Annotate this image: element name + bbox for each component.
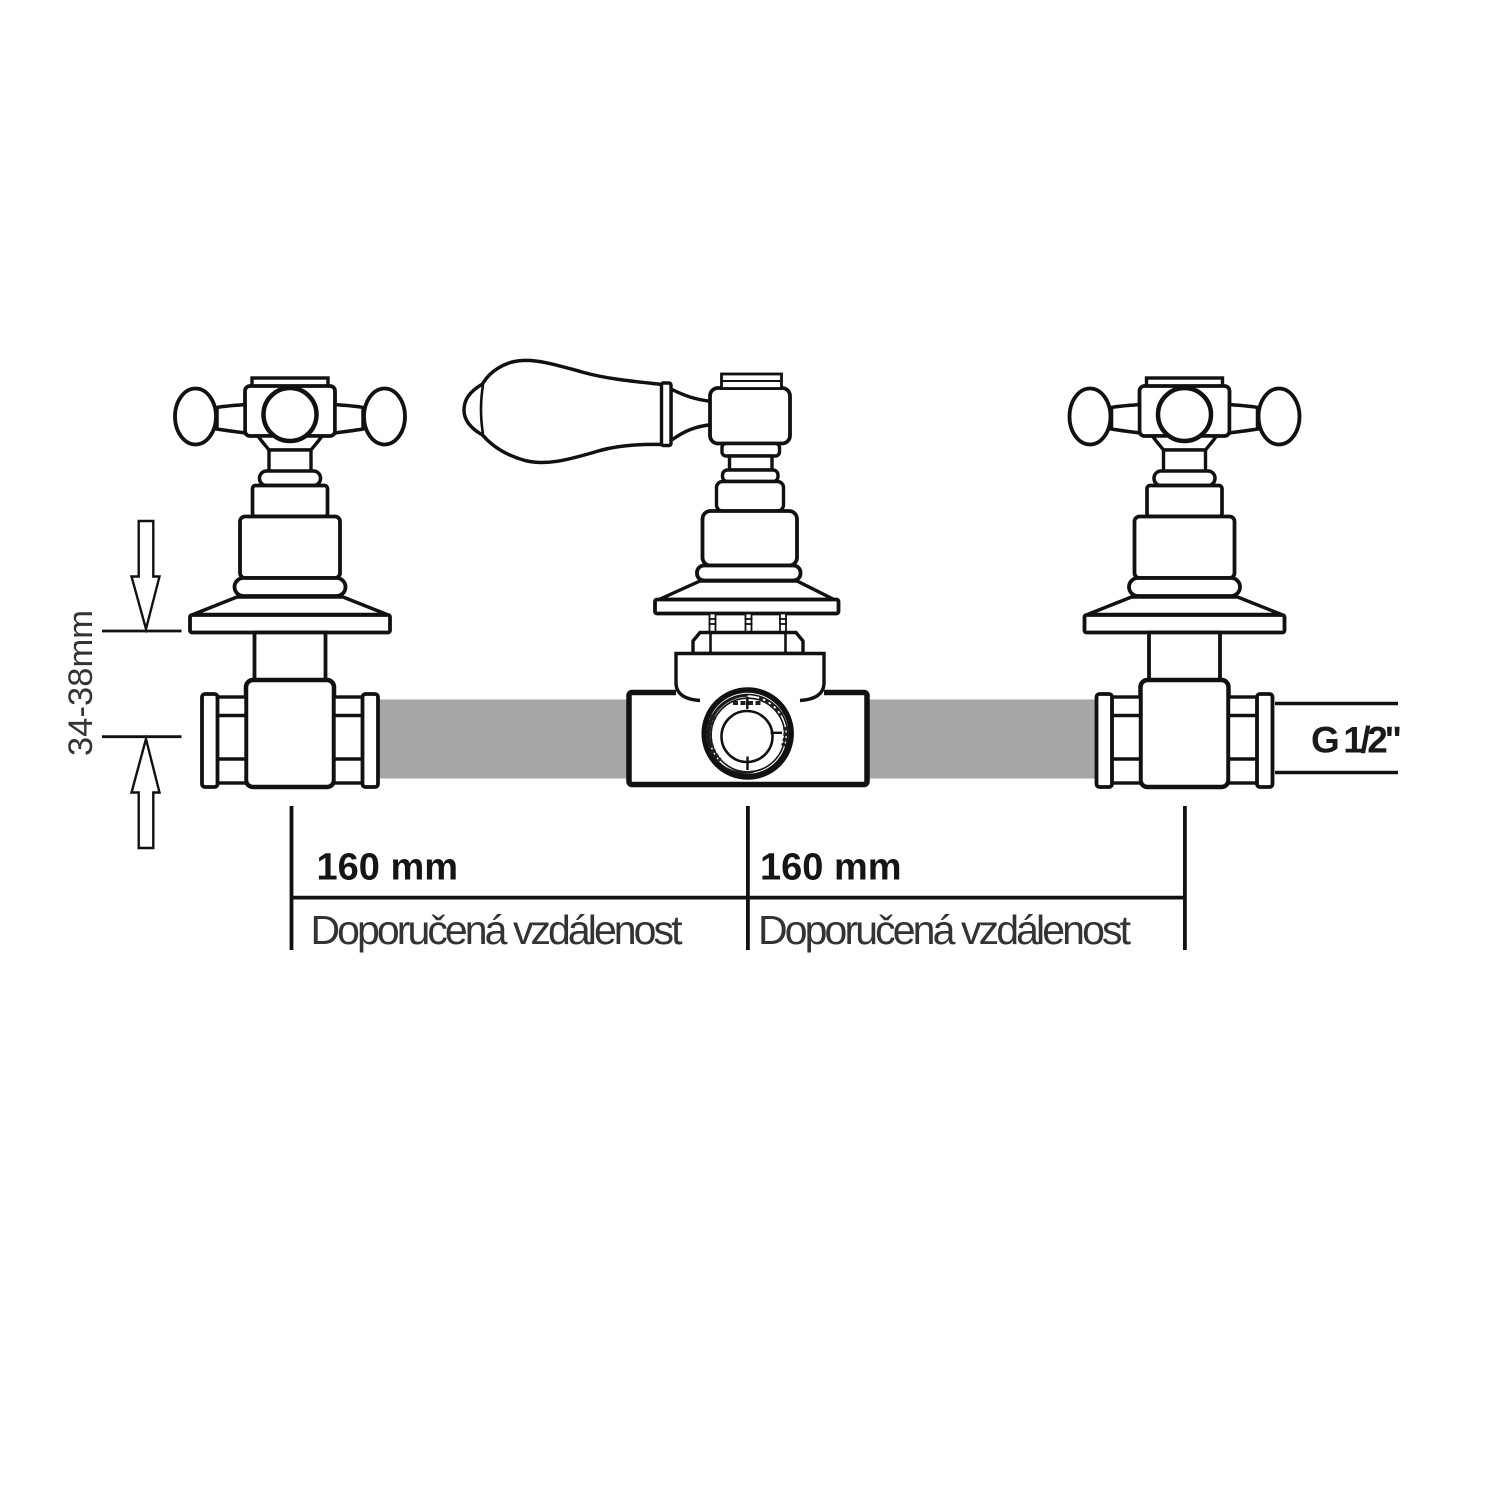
svg-text:34-38mm: 34-38mm bbox=[62, 610, 100, 756]
svg-text:Doporučená vzdálenost: Doporučená vzdálenost bbox=[758, 907, 1132, 953]
svg-text:Doporučená vzdálenost: Doporučená vzdálenost bbox=[311, 907, 684, 953]
svg-text:160 mm: 160 mm bbox=[760, 847, 902, 889]
svg-text:G 1/2": G 1/2" bbox=[1311, 720, 1402, 761]
svg-text:160 mm: 160 mm bbox=[317, 847, 459, 889]
